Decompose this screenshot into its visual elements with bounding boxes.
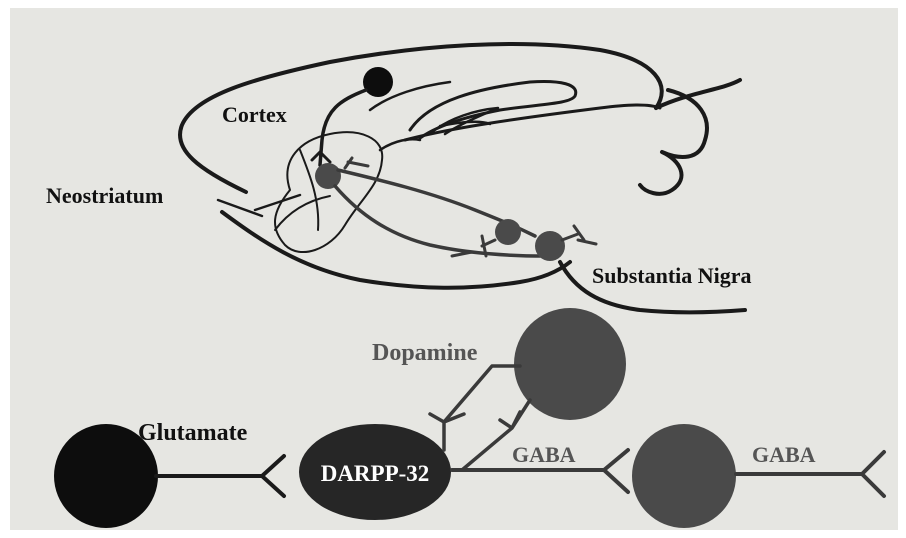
- label-darpp-32: DARPP-32: [321, 461, 430, 486]
- label-neostriatum: Neostriatum: [46, 183, 163, 208]
- sn-neuron-1: [495, 219, 521, 245]
- label-gaba-2: GABA: [752, 442, 816, 467]
- label-substantia-nigra: Substantia Nigra: [592, 263, 752, 288]
- label-glutamate: Glutamate: [138, 420, 248, 446]
- gaba-neuron: [632, 424, 736, 528]
- striatal-neuron: [315, 163, 341, 189]
- dopamine-neuron: [514, 308, 626, 420]
- label-gaba-1: GABA: [512, 442, 576, 467]
- label-cortex: Cortex: [222, 102, 287, 127]
- cortical-neuron: [363, 67, 393, 97]
- sn-neuron-2: [535, 231, 565, 261]
- label-dopamine: Dopamine: [372, 340, 478, 366]
